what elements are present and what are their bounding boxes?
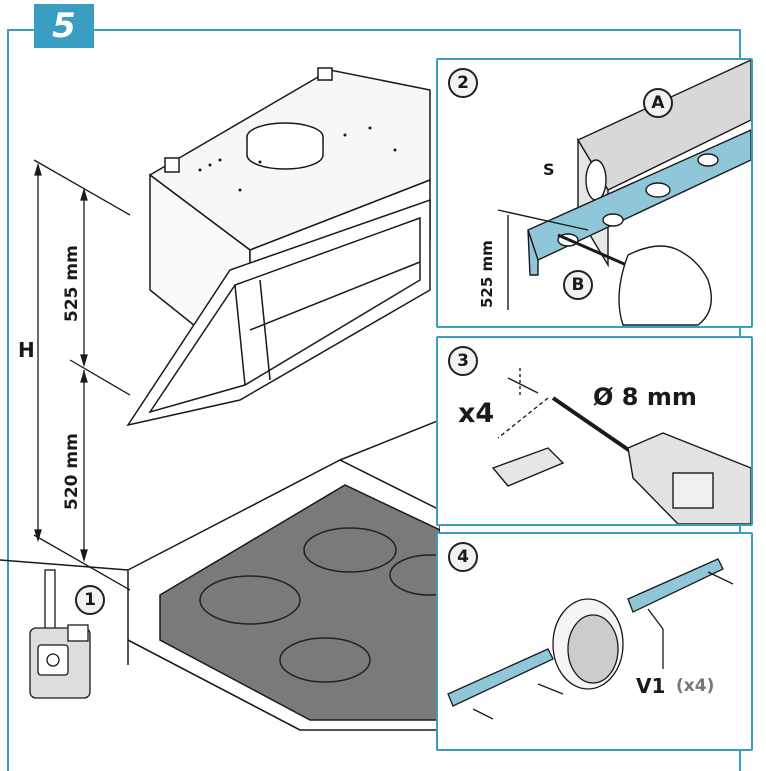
spirit-level-illustration <box>497 60 751 326</box>
step-marker-2: 2 <box>448 68 478 98</box>
step-marker-4: 4 <box>448 542 478 572</box>
dimension-lines <box>33 159 131 591</box>
dimension-upper-label: 525 mm <box>62 245 82 322</box>
screw-quantity-label: (x4) <box>676 676 715 696</box>
drill-size-label: Ø 8 mm <box>593 383 697 411</box>
screw-label: V1 <box>636 674 666 698</box>
dimension-lower-label: 520 mm <box>62 433 82 510</box>
label-s: S <box>543 160 555 179</box>
drill-illustration <box>491 368 751 524</box>
step-number-badge: 5 <box>34 4 94 48</box>
panel-step-4: 4 V1 (x4) <box>436 532 753 751</box>
step-marker-3: 3 <box>448 346 478 376</box>
tape-measure-icon <box>29 569 91 699</box>
height-label: H <box>18 338 35 362</box>
label-b-marker: B <box>563 270 593 300</box>
main-illustration <box>0 67 440 731</box>
step-marker-1: 1 <box>75 585 105 615</box>
hood-holes <box>198 126 397 192</box>
panel-step-3: 3 x4 Ø 8 mm <box>436 336 753 526</box>
panel-step-2: 2 A B S 525 mm <box>436 58 753 328</box>
hood-body <box>126 67 431 427</box>
hob-counter <box>0 419 440 731</box>
panel-2-dimension: 525 mm <box>478 240 496 308</box>
bracket-fixing-illustration <box>447 558 734 720</box>
quantity-label: x4 <box>458 398 495 429</box>
label-a-marker: A <box>643 88 673 118</box>
